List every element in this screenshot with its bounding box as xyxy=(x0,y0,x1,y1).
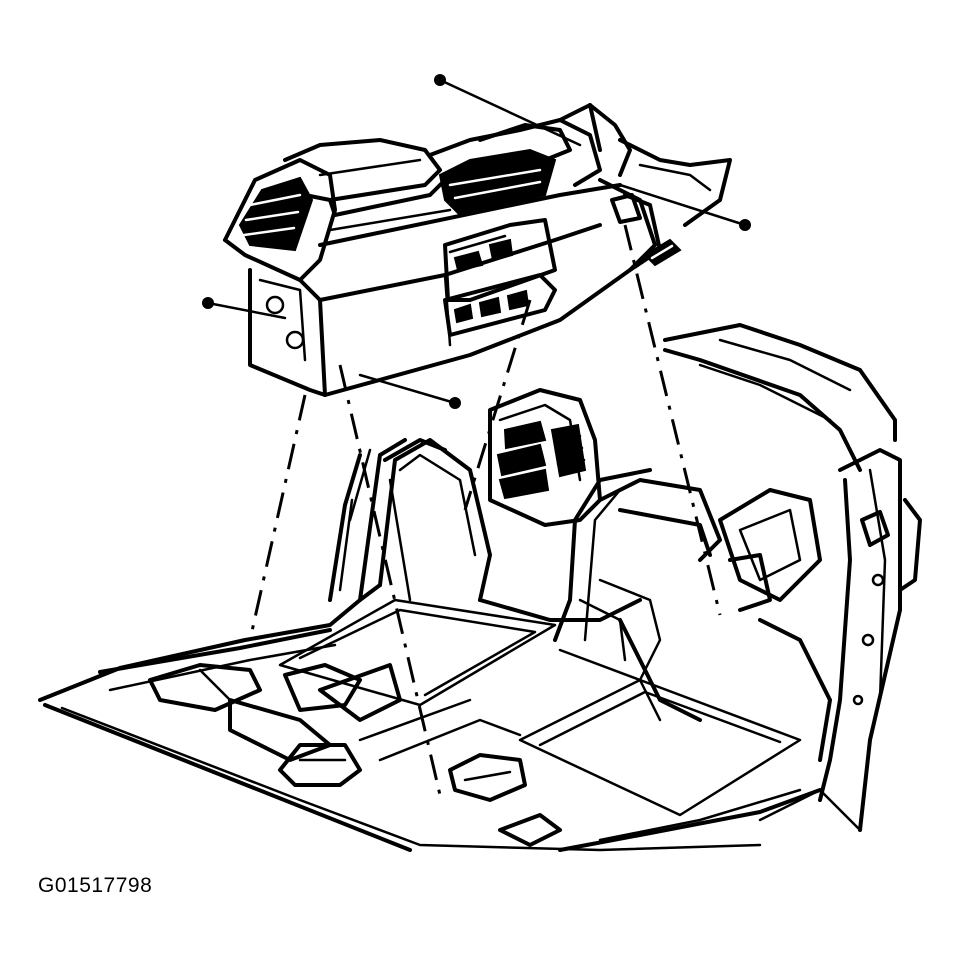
figure-id-label: G01517798 xyxy=(38,874,153,897)
fasteners xyxy=(202,74,751,409)
floor-pan xyxy=(38,583,822,852)
left-side-structure xyxy=(328,438,662,682)
alignment-lines xyxy=(248,224,722,796)
heater-duct-assembly xyxy=(488,388,722,562)
right-quarter-panel xyxy=(663,323,922,832)
floor-console xyxy=(223,103,732,397)
